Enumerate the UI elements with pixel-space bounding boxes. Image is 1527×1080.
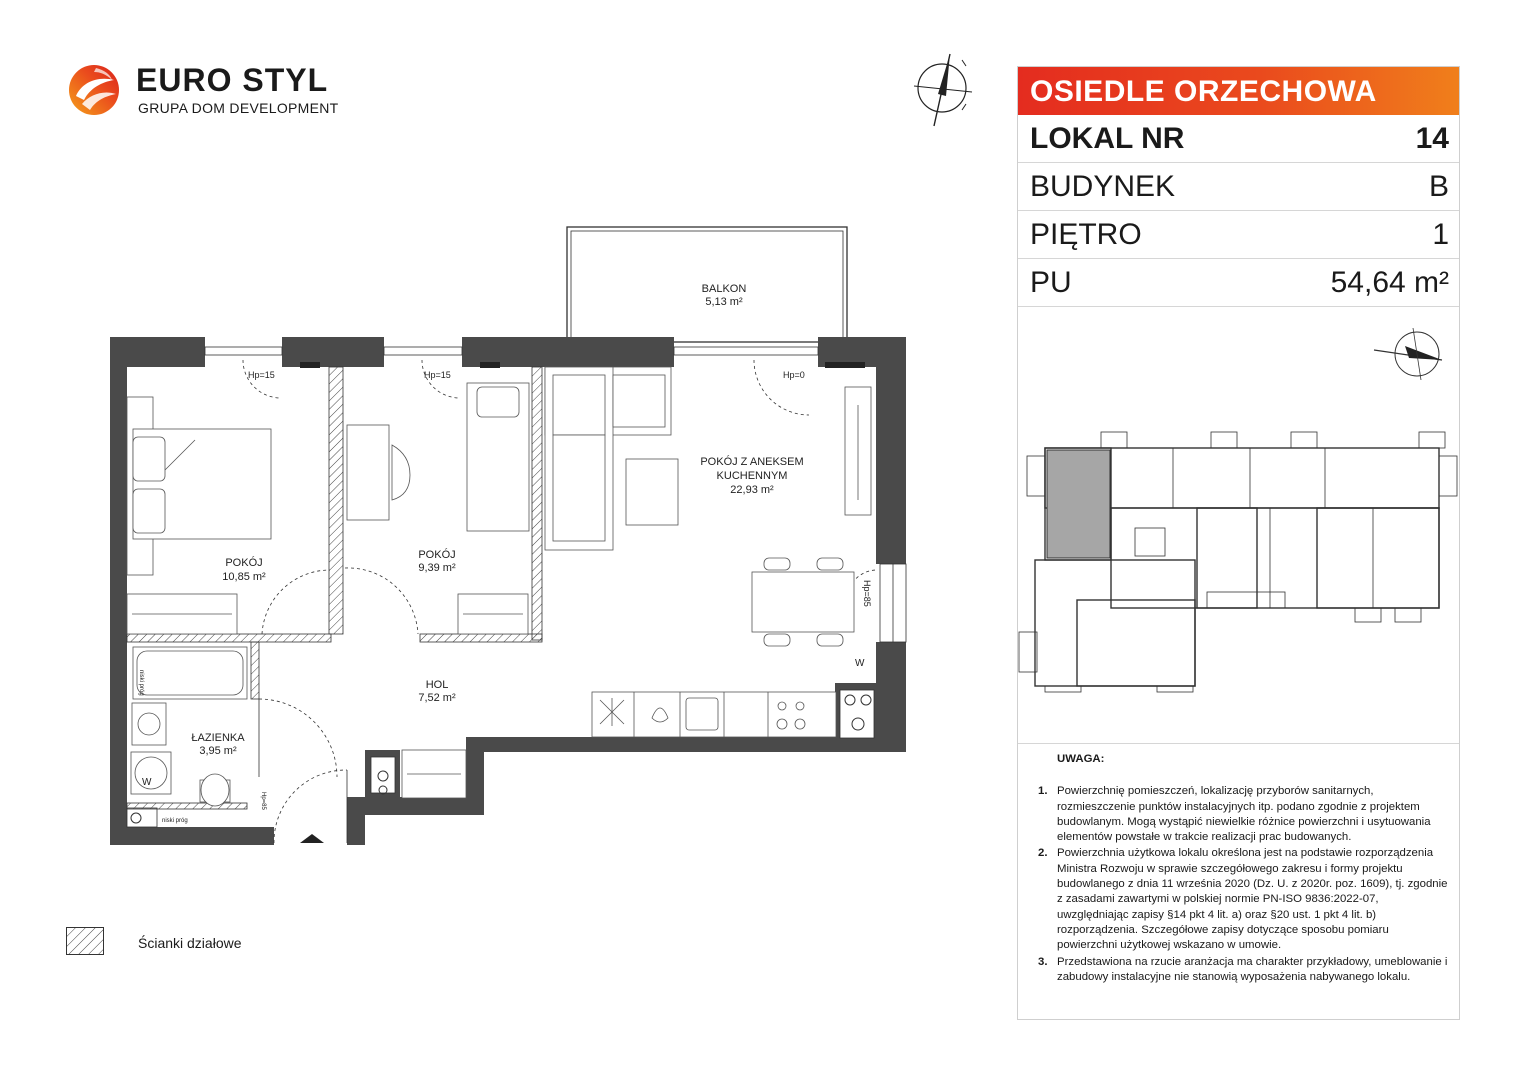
- room-name-hol: HOL: [426, 679, 449, 691]
- window-height-4: Hp=85: [862, 580, 872, 607]
- info-row-pu: PU 54,64 m²: [1018, 259, 1459, 307]
- room-area-lazienka: 3,95 m²: [199, 745, 237, 757]
- panel-divider: [1018, 743, 1459, 744]
- door-swings: [242, 359, 878, 844]
- info-value: 14: [1415, 122, 1449, 155]
- keyplan-compass-icon: [1373, 327, 1443, 381]
- info-panel: OSIEDLE ORZECHOWA LOKAL NR 14 BUDYNEK B …: [1017, 66, 1460, 1020]
- washer-mark-kitchen: W: [855, 658, 865, 669]
- low-threshold-2: niski próg: [162, 818, 188, 824]
- legend-label: Ścianki działowe: [138, 935, 242, 951]
- entrance-arrow-icon: [300, 834, 324, 843]
- notes-section: UWAGA: 1. Powierzchnię pomieszczeń, loka…: [1038, 752, 1448, 986]
- compass-north-icon: [913, 53, 973, 127]
- note-item: 1. Powierzchnię pomieszczeń, lokalizację…: [1038, 784, 1448, 845]
- window-height-2: Hp=15: [424, 370, 451, 380]
- info-label: BUDYNEK: [1030, 170, 1176, 203]
- partition-walls: [126, 366, 543, 810]
- room-name-salon: POKÓJ Z ANEKSEM: [700, 455, 803, 468]
- room-name2-salon: KUCHENNYM: [717, 470, 788, 482]
- room-area-hol: 7,52 m²: [418, 692, 456, 704]
- info-row-budynek: BUDYNEK B: [1018, 163, 1459, 211]
- info-value: 54,64 m²: [1330, 266, 1449, 299]
- note-item: 3. Przedstawiona na rzucie aranżacja ma …: [1038, 955, 1448, 986]
- washer-mark-bath: W: [142, 777, 152, 788]
- info-row-pietro: PIĘTRO 1: [1018, 211, 1459, 259]
- balcony-outline: [566, 226, 848, 343]
- note-number: 1.: [1038, 785, 1048, 798]
- note-number: 2.: [1038, 847, 1048, 860]
- info-row-lokal: LOKAL NR 14: [1018, 115, 1459, 163]
- brand-name: EURO STYL: [136, 62, 329, 98]
- window-height-5: Hp=85: [260, 792, 266, 811]
- info-value: B: [1428, 170, 1449, 203]
- low-threshold-1: niski próg: [138, 670, 144, 696]
- room-name-pokoj-1: POKÓJ: [225, 556, 262, 569]
- floor-plan: BALKON 5,13 m² POKÓJ 10,85 m² POKÓJ 9,39…: [110, 53, 973, 845]
- keyplan-highlight: [1046, 449, 1111, 559]
- info-label: PIĘTRO: [1030, 218, 1142, 251]
- window-height-1: Hp=15: [248, 370, 275, 380]
- info-label: LOKAL NR: [1030, 122, 1185, 155]
- info-value: 1: [1432, 218, 1449, 251]
- room-name-pokoj-2: POKÓJ: [418, 548, 455, 561]
- furniture: [126, 366, 872, 807]
- brand-subtitle: GRUPA DOM DEVELOPMENT: [138, 100, 339, 116]
- brand-logo: EURO STYL GRUPA DOM DEVELOPMENT: [66, 60, 346, 120]
- estate-title: OSIEDLE ORZECHOWA: [1018, 67, 1459, 115]
- window-height-3: Hp=0: [783, 370, 805, 380]
- room-name-balkon: BALKON: [702, 283, 747, 295]
- windows: [204, 346, 907, 643]
- wardrobe-hangers: [132, 613, 523, 775]
- room-area-salon: 22,93 m²: [730, 484, 774, 496]
- room-name-lazienka: ŁAZIENKA: [191, 732, 245, 744]
- room-area-pokoj-1: 10,85 m²: [222, 571, 266, 583]
- note-item: 2. Powierzchnia użytkowa lokalu określon…: [1038, 846, 1448, 953]
- info-label: PU: [1030, 266, 1072, 299]
- room-area-balkon: 5,13 m²: [705, 296, 743, 308]
- legend: Ścianki działowe: [66, 927, 366, 959]
- note-text: Powierzchnię pomieszczeń, lokalizację pr…: [1057, 785, 1431, 844]
- note-number: 3.: [1038, 955, 1048, 968]
- note-text: Powierzchnia użytkowa lokalu określona j…: [1057, 847, 1448, 952]
- notes-title: UWAGA:: [1057, 753, 1105, 765]
- room-area-pokoj-2: 9,39 m²: [418, 562, 456, 574]
- hatch-swatch-icon: [66, 927, 104, 955]
- key-plan: [1018, 327, 1458, 693]
- note-text: Przedstawiona na rzucie aranżacja ma cha…: [1057, 955, 1448, 983]
- euro-styl-flame-icon: [69, 65, 119, 115]
